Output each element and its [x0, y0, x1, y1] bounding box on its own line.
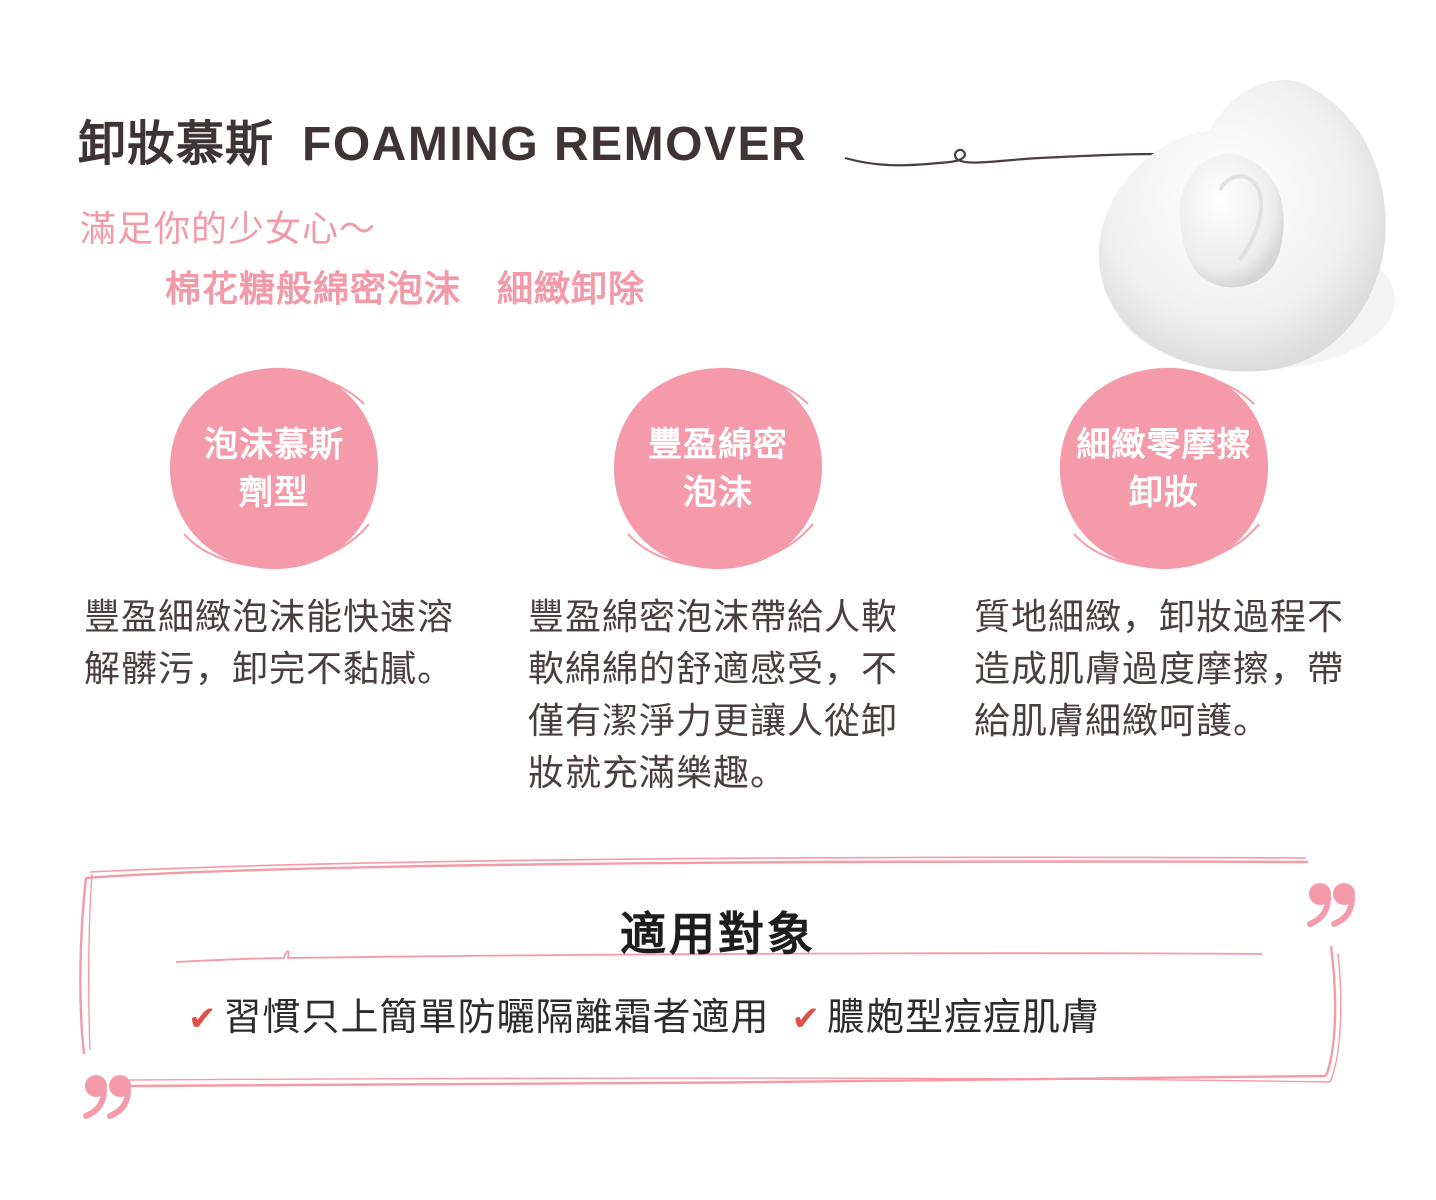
- feature-description: 豐盈細緻泡沫能快速溶 解髒污，卸完不黏膩。: [84, 592, 484, 696]
- desc-line: 解髒污，卸完不黏膩。: [84, 649, 455, 690]
- desc-line: 妝就充滿樂趣。: [528, 753, 788, 794]
- pink-circle-shape: [613, 367, 823, 570]
- title-en: FOAMING REMOVER: [302, 118, 808, 171]
- feature-badge: 細緻零摩擦 卸妝: [1054, 364, 1274, 574]
- check-icon: ✔: [188, 999, 218, 1039]
- title-zh: 卸妝慕斯: [78, 116, 275, 172]
- suitable-item: ✔膿皰型痘痘肌膚: [792, 986, 1101, 1041]
- badge-line-1: 泡沫慕斯: [204, 425, 344, 465]
- desc-line: 質地細緻，卸妝過程不: [974, 597, 1345, 638]
- badge-line-2: 劑型: [239, 473, 309, 513]
- feature-description: 豐盈綿密泡沫帶給人軟 軟綿綿的舒適感受，不 僅有潔淨力更讓人從卸 妝就充滿樂趣。: [528, 592, 928, 800]
- desc-line: 軟綿綿的舒適感受，不: [528, 649, 899, 690]
- title-squiggle-line: [844, 148, 1166, 167]
- feature-description: 質地細緻，卸妝過程不 造成肌膚過度摩擦，帶 給肌膚細緻呵護。: [974, 592, 1374, 748]
- check-icon: ✔: [791, 999, 822, 1039]
- feature-rich-foam: 豐盈綿密 泡沫 豐盈綿密泡沫帶給人軟 軟綿綿的舒適感受，不 僅有潔淨力更讓人從卸…: [528, 364, 928, 800]
- desc-line: 豐盈細緻泡沫能快速溶: [84, 597, 455, 638]
- close-quote-icon: [1307, 883, 1355, 927]
- desc-line: 給肌膚細緻呵護。: [974, 701, 1271, 742]
- subtitle-line-2-b: 細緻卸除: [497, 269, 646, 310]
- badge-line-2: 泡沫: [683, 473, 753, 513]
- pink-circle-shape: [1059, 367, 1269, 570]
- suitable-title: 適用對象: [620, 907, 816, 961]
- suitable-item-text: 膿皰型痘痘肌膚: [827, 995, 1101, 1039]
- desc-line: 豐盈綿密泡沫帶給人軟: [528, 597, 899, 638]
- page-title: 卸妝慕斯 FOAMING REMOVER: [78, 104, 807, 174]
- suitable-list: ✔習慣只上簡單防曬隔離霜者適用✔膿皰型痘痘肌膚: [188, 986, 1122, 1041]
- feature-badge: 泡沫慕斯 劑型: [164, 364, 384, 574]
- feature-foam-mousse: 泡沫慕斯 劑型 豐盈細緻泡沫能快速溶 解髒污，卸完不黏膩。: [84, 364, 484, 696]
- badge-line-1: 豐盈綿密: [648, 425, 788, 465]
- subtitle-line-1: 滿足你的少女心～: [80, 209, 377, 250]
- subtitle-line-2-a: 棉花糖般綿密泡沫: [165, 269, 462, 310]
- open-quote-icon: [83, 1075, 131, 1119]
- badge-line-2: 卸妝: [1129, 473, 1199, 513]
- desc-line: 僅有潔淨力更讓人從卸: [528, 701, 899, 742]
- suitable-item-text: 習慣只上簡單防曬隔離霜者適用: [223, 995, 770, 1039]
- feature-zero-friction: 細緻零摩擦 卸妝 質地細緻，卸妝過程不 造成肌膚過度摩擦，帶 給肌膚細緻呵護。: [974, 364, 1374, 748]
- badge-line-1: 細緻零摩擦: [1076, 425, 1252, 465]
- quote-frame: [79, 856, 1342, 1088]
- subtitle-line-2: 棉花糖般綿密泡沫細緻卸除: [165, 260, 645, 312]
- pink-circle-shape: [169, 367, 379, 570]
- feature-badge: 豐盈綿密 泡沫: [608, 364, 828, 574]
- desc-line: 造成肌膚過度摩擦，帶: [974, 649, 1345, 690]
- foam-image: [1098, 79, 1395, 372]
- suitable-item: ✔習慣只上簡單防曬隔離霜者適用: [188, 986, 770, 1041]
